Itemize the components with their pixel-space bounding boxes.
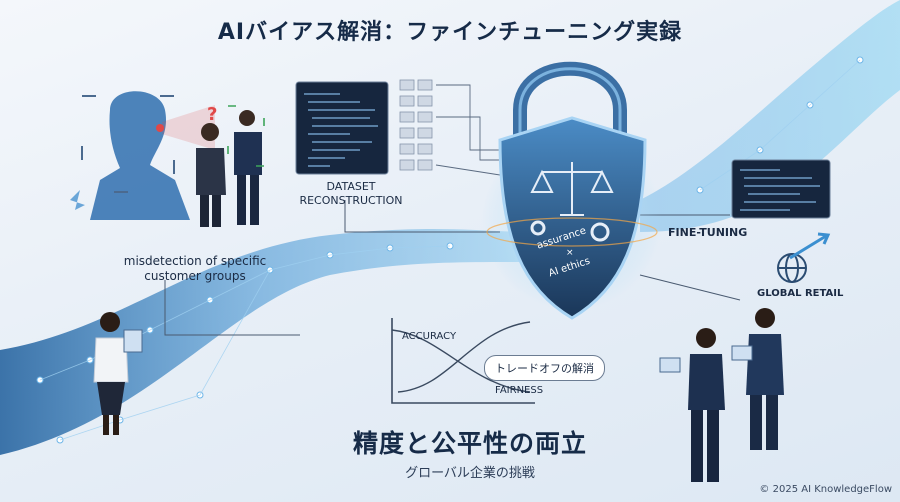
code-panel-dataset <box>295 81 389 175</box>
global-retail-label: GLOBAL RETAIL <box>757 288 844 299</box>
orbit-ring <box>486 217 658 247</box>
shield-text-times: × <box>566 248 574 258</box>
businesswoman-figure <box>93 312 143 435</box>
accuracy-label: ACCURACY <box>402 331 457 342</box>
globe-icon <box>777 232 831 283</box>
page-title: AIバイアス解消：ファインチューニング実録 <box>217 20 683 45</box>
headline-sub: グローバル企業の挑戦 <box>405 466 535 481</box>
tradeoff-chart <box>391 318 535 404</box>
code-panel-finetuning <box>731 159 831 219</box>
gear-icon <box>530 220 610 242</box>
headline-main: 精度と公平性の両立 <box>352 429 587 458</box>
data-arrows <box>435 84 501 176</box>
svg-text:?: ? <box>207 104 217 125</box>
ai-head-figure <box>70 91 215 220</box>
businessmen-right <box>659 308 784 482</box>
misdetection-label: misdetection of specific customer groups <box>123 254 267 283</box>
dataset-reconstruction-label: DATASET RECONSTRUCTION <box>299 180 403 207</box>
fairness-label: FAIRNESS <box>495 385 544 396</box>
scales-of-justice-icon <box>530 162 614 216</box>
copyright-notice: © 2025 AI KnowledgeFlow <box>759 484 892 495</box>
business-people-left: ? <box>196 104 265 227</box>
tradeoff-speech-bubble: トレードオフの解消 <box>484 355 605 381</box>
data-stream-right <box>640 0 900 232</box>
fine-tuning-label: FINE-TUNING <box>668 226 748 239</box>
data-blocks <box>399 79 433 171</box>
